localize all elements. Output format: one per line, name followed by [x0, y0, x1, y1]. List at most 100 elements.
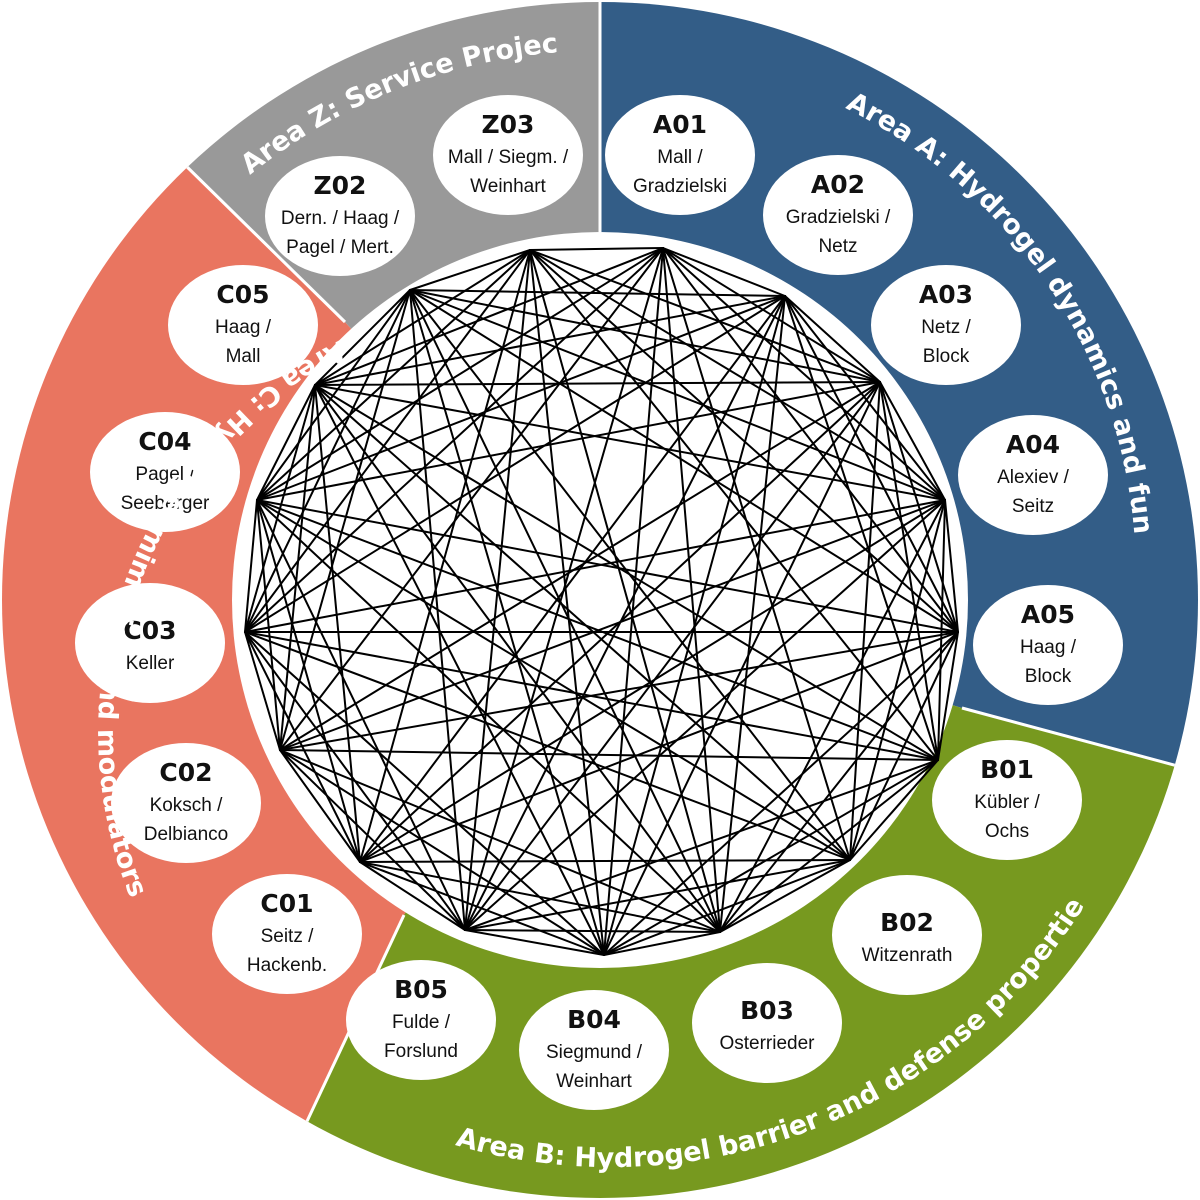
network-edge: [256, 499, 959, 633]
project-oval: [433, 95, 583, 215]
project-lead: Witzenrath: [862, 945, 953, 966]
project-oval: [871, 265, 1021, 385]
network-edge: [256, 499, 466, 931]
network-edge: [359, 859, 851, 863]
network-edge: [244, 631, 851, 861]
project-lead: Fulde /: [392, 1012, 451, 1033]
network-edge: [279, 749, 466, 931]
network-edge: [314, 295, 786, 386]
network-edge: [279, 749, 605, 956]
area-separator: [178, 158, 347, 324]
project-oval: [519, 990, 669, 1110]
network-edge: [464, 249, 531, 931]
project-lead: Block: [1025, 666, 1072, 687]
project-lead: Pagel /: [135, 464, 195, 485]
network-edge: [409, 289, 466, 931]
project-code: A05: [1021, 600, 1075, 629]
network-edge: [256, 499, 361, 863]
network-edge: [244, 631, 466, 931]
project-code: B05: [394, 975, 448, 1004]
collaboration-network: [244, 247, 959, 956]
network-edge: [879, 381, 959, 633]
project-lead: Gradzielski: [633, 176, 727, 197]
network-edge: [879, 381, 946, 501]
project-oval: [832, 875, 982, 995]
project-oval: [605, 95, 755, 215]
network-edge: [603, 381, 881, 956]
network-edge: [719, 859, 851, 933]
project-lead: Dern. / Haag /: [281, 208, 400, 229]
project-lead: Haag /: [215, 317, 272, 338]
network-edge: [409, 289, 605, 956]
project-oval: [932, 740, 1082, 860]
network-edge: [244, 499, 946, 633]
network-edge: [256, 499, 721, 933]
network-edge: [256, 381, 881, 501]
network-edge: [464, 381, 881, 931]
network-edge: [314, 249, 531, 386]
network-edge: [256, 384, 316, 501]
network-edge: [849, 381, 881, 861]
project-oval: [75, 583, 225, 703]
project-oval: [346, 960, 496, 1080]
project-code: A03: [919, 280, 973, 309]
network-edge: [719, 759, 939, 933]
network-edge: [279, 289, 411, 751]
network-edge: [603, 759, 939, 956]
network-edge: [244, 295, 786, 633]
network-edge: [244, 289, 411, 633]
project-code: Z02: [314, 171, 367, 200]
network-edge: [529, 249, 605, 956]
project-lead: Pagel / Mert.: [286, 237, 394, 258]
network-edge: [279, 381, 881, 751]
project-code: B04: [567, 1005, 621, 1034]
project-oval: [692, 963, 842, 1083]
network-edge: [719, 631, 959, 933]
network-edge: [662, 247, 721, 933]
project-oval: [212, 874, 362, 994]
inner-white-disc: [232, 232, 968, 968]
project-code: C03: [123, 616, 176, 645]
network-edge: [784, 295, 939, 761]
network-edge: [409, 289, 721, 933]
project-lead: Ochs: [985, 821, 1029, 842]
project-lead: Mall: [226, 346, 261, 367]
network-edge: [279, 384, 316, 751]
project-lead: Seitz /: [261, 926, 315, 947]
network-edge: [359, 861, 466, 931]
network-edge: [244, 249, 531, 633]
network-edge: [314, 384, 605, 956]
network-edge: [529, 249, 881, 383]
project-code: B01: [980, 755, 1034, 784]
network-edge: [603, 247, 664, 956]
network-edge: [256, 295, 786, 501]
project-lead: Seitz: [1012, 496, 1054, 517]
network-edge: [464, 295, 786, 931]
project-lead: Weinhart: [470, 176, 546, 197]
network-edge: [937, 631, 959, 761]
project-code: A04: [1006, 430, 1060, 459]
network-edge: [849, 759, 939, 861]
project-code: A01: [653, 110, 707, 139]
project-code: B02: [880, 908, 934, 937]
network-edge: [464, 929, 605, 956]
network-edge: [279, 631, 959, 751]
